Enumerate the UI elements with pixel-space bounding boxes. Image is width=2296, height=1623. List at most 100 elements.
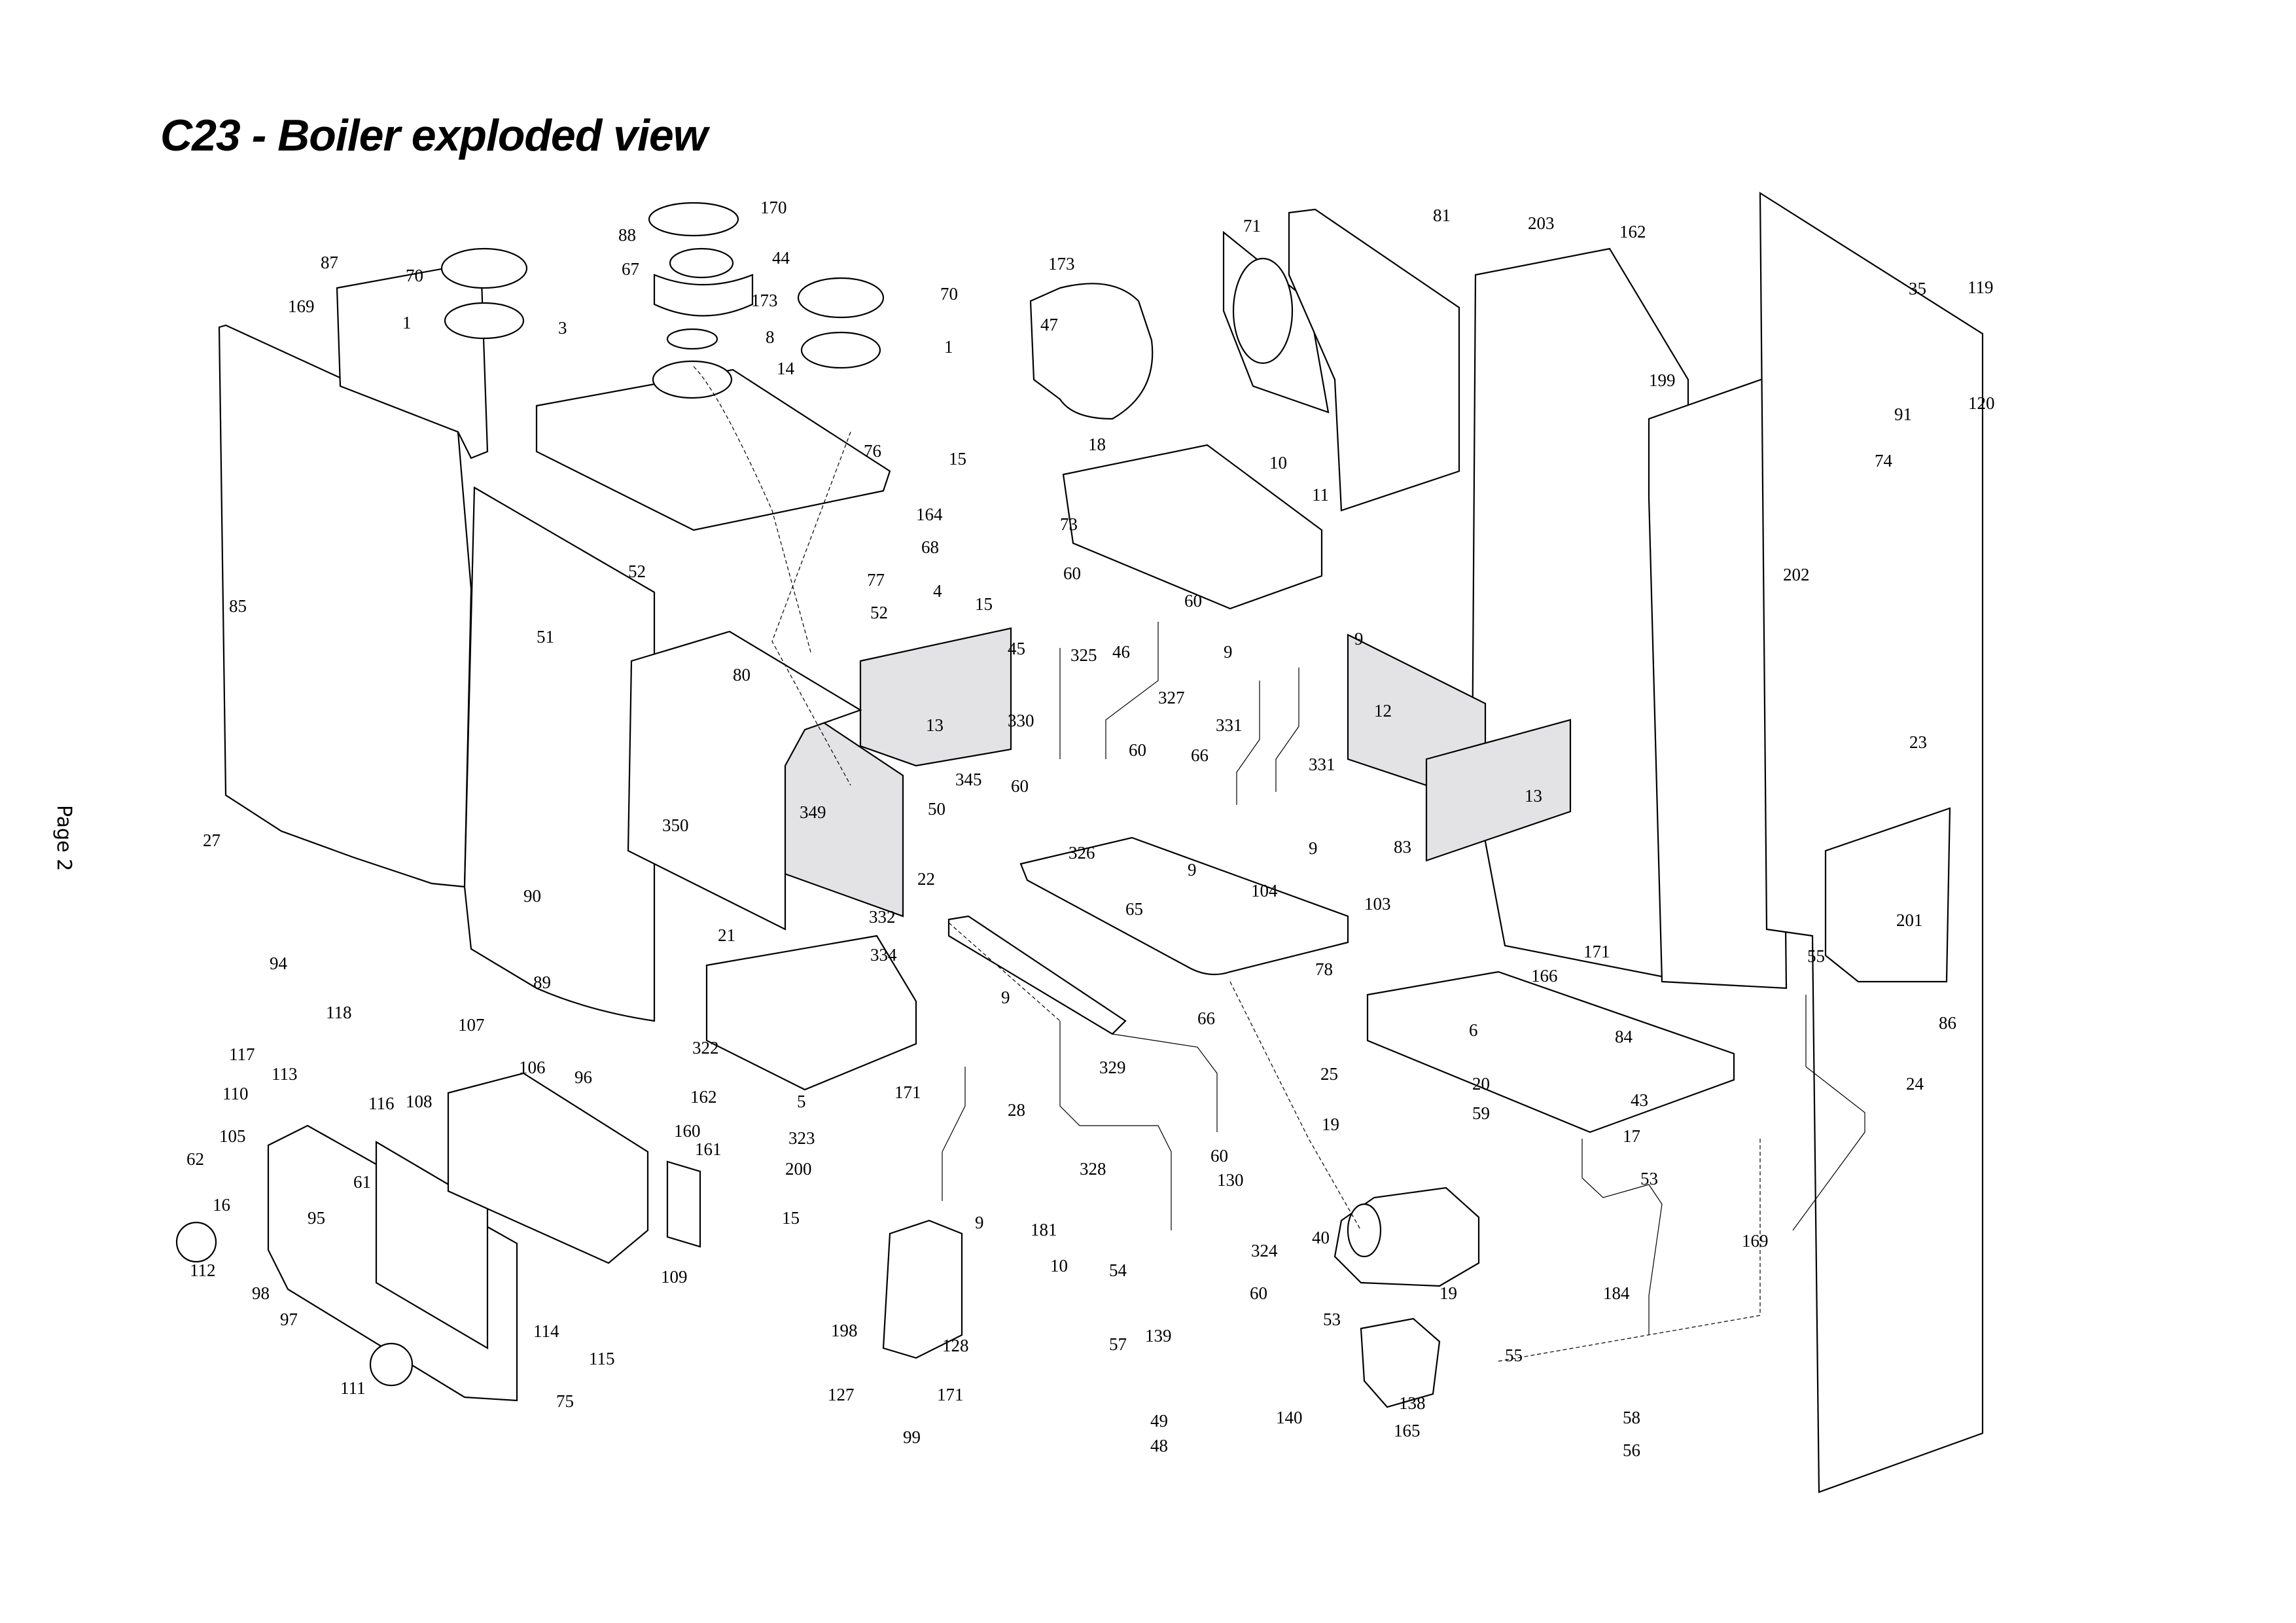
clamp-ring [648,202,739,237]
part-callout-199: 199 [1649,370,1676,390]
part-callout-95: 95 [308,1208,325,1228]
part-callout-117: 117 [229,1044,255,1064]
ring-8 [666,328,718,350]
part-callout-201: 201 [1896,910,1923,930]
part-callout-81: 81 [1433,205,1451,225]
part-callout-76: 76 [864,441,881,461]
part-callout-28: 28 [1008,1100,1025,1120]
part-callout-98: 98 [252,1283,270,1303]
part-callout-19: 19 [1322,1115,1339,1134]
part-callout-9: 9 [1001,988,1010,1007]
part-callout-109: 109 [661,1267,688,1287]
part-callout-53: 53 [1640,1169,1658,1188]
part-callout-103: 103 [1364,894,1391,914]
pipe-329 [1112,1033,1218,1132]
part-callout-24: 24 [1906,1074,1924,1094]
part-callout-203: 203 [1528,213,1555,233]
part-callout-118: 118 [326,1003,352,1022]
part-callout-326: 326 [1069,843,1095,863]
part-callout-111: 111 [340,1378,366,1398]
page-title: C23 - Boiler exploded view [160,111,708,160]
part-callout-116: 116 [368,1094,395,1113]
part-callout-8: 8 [766,327,775,347]
boiler-parts-artwork [175,191,1984,1493]
part-callout-164: 164 [916,505,943,524]
base-tray [1019,836,1349,976]
part-callout-22: 22 [917,869,935,889]
part-callout-89: 89 [533,972,551,992]
part-callout-322: 322 [692,1038,719,1058]
part-callout-66: 66 [1197,1008,1215,1028]
part-callout-83: 83 [1394,837,1411,857]
part-callout-48: 48 [1150,1436,1168,1455]
part-callout-94: 94 [270,954,288,973]
part-callout-21: 21 [718,925,735,945]
part-callout-60: 60 [1250,1283,1267,1303]
part-callout-23: 23 [1909,732,1927,752]
part-callout-4: 4 [933,581,942,601]
part-callout-61: 61 [353,1172,371,1192]
part-callout-47: 47 [1040,315,1058,334]
part-callout-66: 66 [1191,745,1209,765]
part-callout-171: 171 [894,1082,921,1102]
burner [705,935,917,1091]
part-callout-25: 25 [1320,1064,1338,1084]
part-callout-107: 107 [458,1015,485,1035]
part-callout-108: 108 [406,1092,433,1111]
part-callout-84: 84 [1615,1027,1633,1046]
part-callout-139: 139 [1145,1326,1172,1346]
gasket-left-lower [444,302,525,340]
part-callout-181: 181 [1031,1220,1057,1240]
gas-manifold [947,915,1127,1035]
part-callout-85: 85 [229,596,247,616]
part-callout-90: 90 [523,886,541,906]
gasket-left-upper [440,247,528,289]
part-callout-12: 12 [1374,701,1392,721]
part-callout-54: 54 [1109,1260,1127,1280]
part-callout-44: 44 [772,248,790,268]
connector-line [771,431,851,786]
part-callout-60: 60 [1129,740,1146,760]
part-callout-11: 11 [1312,485,1329,505]
part-callout-16: 16 [213,1195,230,1215]
part-callout-327: 327 [1158,688,1185,707]
part-callout-52: 52 [628,562,646,581]
pipe-331-b [1275,668,1299,792]
part-callout-80: 80 [733,665,751,685]
part-callout-323: 323 [788,1128,815,1148]
diverter-valve [1360,1317,1441,1408]
part-callout-105: 105 [219,1126,246,1146]
part-callout-17: 17 [1623,1126,1640,1146]
part-callout-75: 75 [556,1391,574,1411]
part-callout-60: 60 [1063,563,1081,583]
part-callout-112: 112 [190,1260,216,1280]
part-callout-60: 60 [1184,591,1202,611]
part-callout-71: 71 [1243,216,1261,236]
part-callout-49: 49 [1150,1411,1168,1431]
part-callout-345: 345 [955,770,982,789]
part-callout-55: 55 [1505,1346,1523,1365]
part-callout-334: 334 [870,945,897,965]
part-callout-328: 328 [1080,1159,1106,1179]
part-callout-56: 56 [1623,1440,1640,1460]
part-callout-86: 86 [1939,1013,1956,1033]
part-callout-51: 51 [537,627,554,647]
part-callout-331: 331 [1216,715,1243,735]
part-callout-27: 27 [203,830,221,850]
part-callout-171: 171 [937,1385,964,1404]
part-callout-13: 13 [1525,786,1542,806]
part-callout-13: 13 [926,715,944,735]
part-callout-60: 60 [1011,776,1029,796]
part-callout-45: 45 [1008,639,1025,658]
part-callout-114: 114 [533,1321,559,1341]
part-callout-65: 65 [1125,899,1143,919]
part-callout-170: 170 [760,198,787,217]
part-callout-324: 324 [1251,1241,1278,1260]
part-callout-9: 9 [1188,860,1197,880]
part-callout-62: 62 [186,1149,204,1169]
flue-adapter-top [669,247,734,279]
part-callout-15: 15 [975,594,993,614]
part-callout-55: 55 [1807,946,1825,966]
part-callout-166: 166 [1531,966,1558,986]
insulation-panel-13-left [859,627,1012,767]
